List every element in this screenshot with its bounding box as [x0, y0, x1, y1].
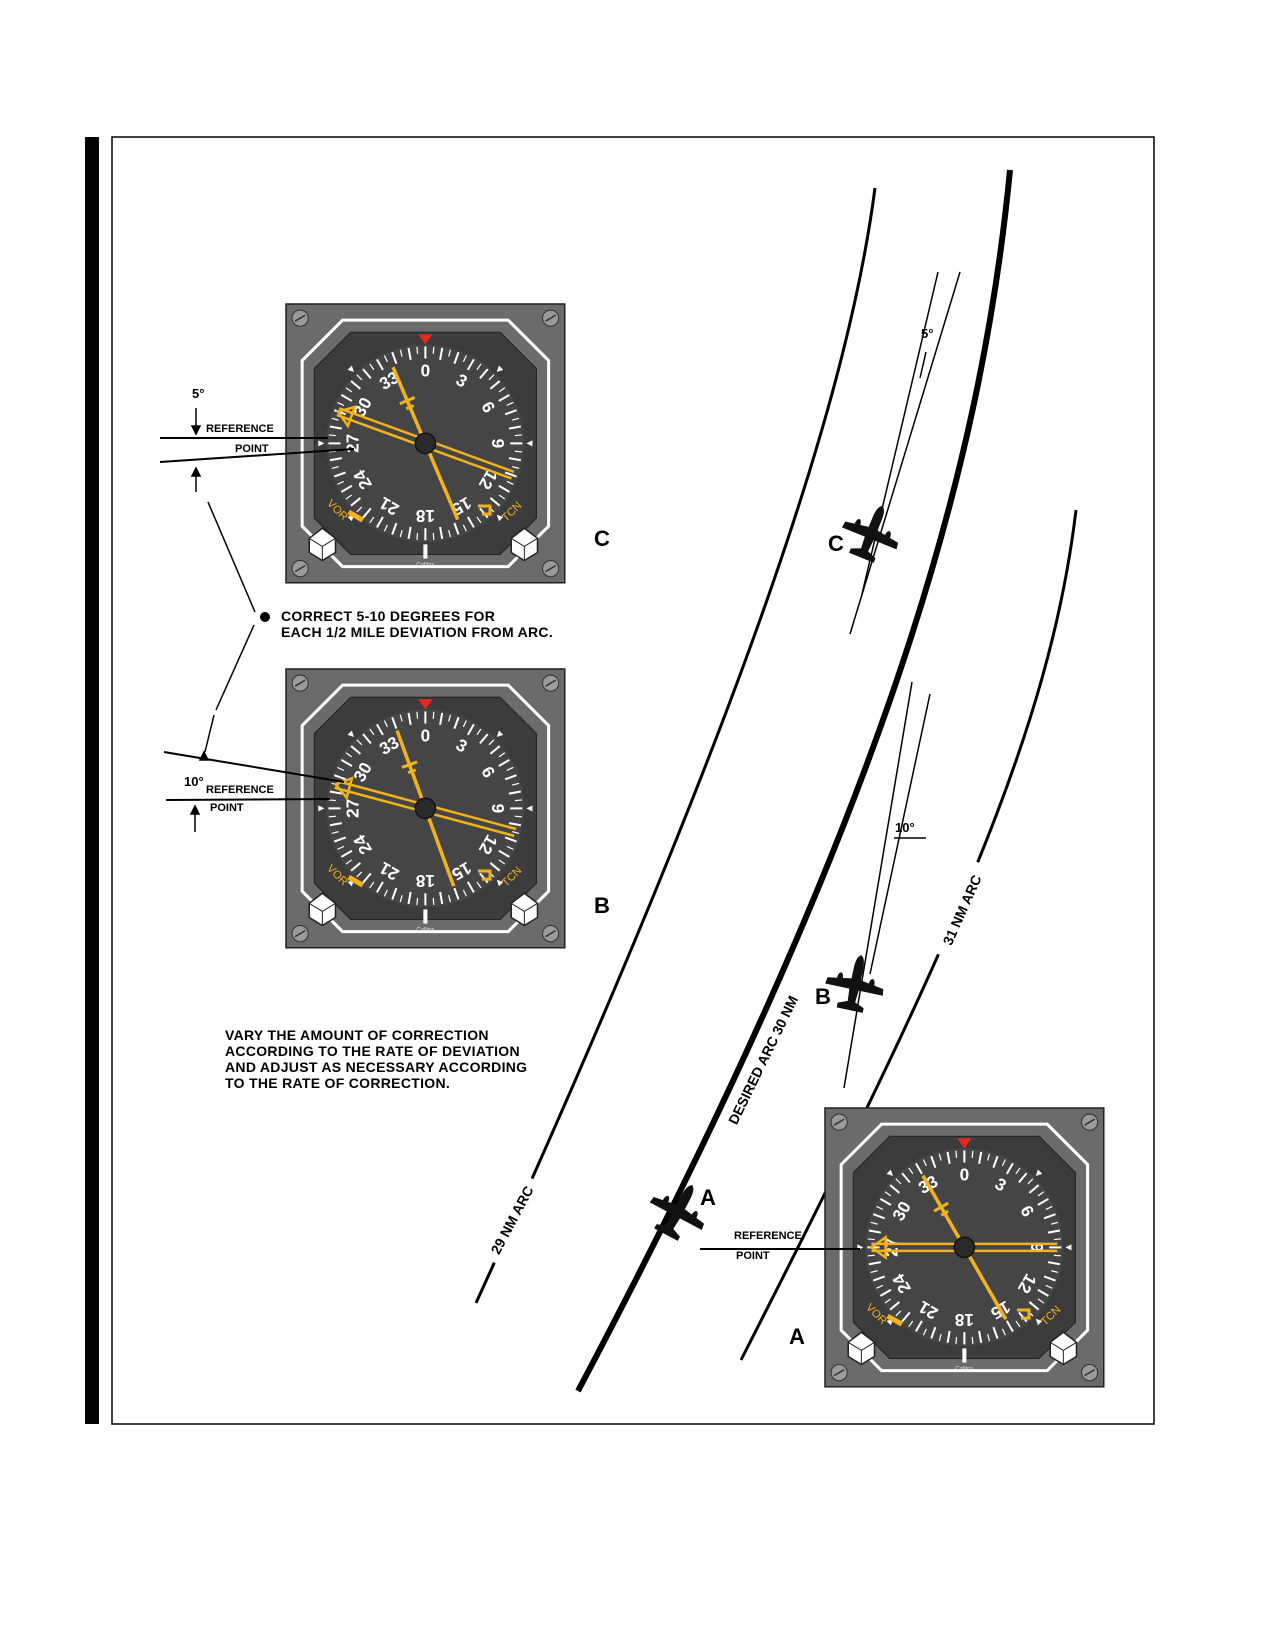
brand-label: Collins	[416, 563, 434, 569]
reference-lines-c	[159, 437, 355, 463]
figure-border	[111, 136, 1155, 1425]
reference-lines-b	[163, 751, 345, 801]
hsi-bezel-outline	[839, 1122, 1090, 1373]
svg-text:29 NM ARC: 29 NM ARC	[487, 1183, 536, 1257]
compass-number: 18	[954, 1310, 974, 1330]
reference-label-c: REFERENCE	[206, 423, 274, 435]
vor-indicator-icon	[347, 874, 365, 888]
bearing-arrowhead	[336, 405, 357, 429]
tcn-indicator-icon	[477, 869, 492, 881]
vor-indicator-icon	[347, 509, 365, 523]
compass-number: 0	[960, 1165, 970, 1185]
compass-number: 0	[421, 361, 431, 381]
tcn-indicator-icon	[477, 504, 492, 516]
angle-lines-b	[843, 681, 931, 1089]
bearing-arrowhead	[869, 1234, 887, 1260]
svg-text:C: C	[828, 531, 844, 556]
svg-text:B: B	[815, 984, 831, 1009]
reference-label-b: REFERENCE	[206, 784, 274, 796]
deg-label-c: 5°	[192, 386, 204, 401]
lubber-icon	[418, 699, 433, 710]
hsi-bezel-outline	[300, 318, 551, 569]
brand-label: Collins	[416, 928, 434, 934]
compass-number: 9	[1027, 1243, 1047, 1253]
course-aircraft-icon	[399, 391, 416, 411]
course-aircraft-icon	[933, 1198, 949, 1217]
compass-number: 27	[343, 799, 363, 818]
arc-label-30nm: DESIRED ARC 30 NM	[715, 978, 811, 1142]
arc-30nm-desired	[575, 169, 1013, 1393]
instrument-label-c: C	[594, 526, 610, 551]
instrument-label-b: B	[594, 893, 610, 918]
instrument-label-a: A	[789, 1324, 805, 1349]
point-label-a: POINT	[736, 1250, 770, 1262]
hsi-hub	[953, 1236, 976, 1259]
point-label-c: POINT	[235, 443, 269, 455]
deg-label-b: 10°	[184, 774, 204, 789]
tcn-indicator-icon	[1016, 1308, 1031, 1320]
arc-29nm	[474, 187, 877, 1304]
compass-number: 27	[343, 434, 363, 453]
deg-arrows-b	[189, 750, 210, 832]
aircraft-b: B	[815, 949, 891, 1017]
course-aircraft-icon	[401, 755, 418, 775]
aircraft-c: C	[828, 494, 910, 569]
bullet-dot	[260, 612, 270, 622]
point-label-b: POINT	[210, 802, 244, 814]
brand-label: Collins	[955, 1367, 973, 1373]
svg-text:31 NM ARC: 31 NM ARC	[939, 873, 984, 948]
arc-label-31nm: 31 NM ARC	[932, 860, 992, 960]
hsi-hub	[414, 797, 437, 820]
vor-indicator-icon	[886, 1313, 904, 1327]
correct-note-line1: CORRECT 5-10 DEGREES FOR	[281, 608, 495, 624]
aircraft-a: A	[639, 1171, 719, 1249]
deg-arrows-c	[190, 408, 202, 492]
lubber-icon	[418, 334, 433, 345]
vary-note-line1: VARY THE AMOUNT OF CORRECTION	[225, 1027, 489, 1043]
vary-note-line4: TO THE RATE OF CORRECTION.	[225, 1075, 450, 1091]
compass-number: 18	[415, 506, 435, 526]
vary-note-line2: ACCORDING TO THE RATE OF DEVIATION	[225, 1043, 520, 1059]
aft-lubber	[423, 544, 428, 559]
knob-icon	[847, 1331, 876, 1366]
compass-number: 9	[488, 439, 508, 449]
vary-note-line3: AND ADJUST AS NECESSARY ACCORDING	[225, 1059, 527, 1075]
hsi-hub	[414, 432, 437, 455]
arc-label-29nm: 29 NM ARC	[481, 1174, 543, 1266]
lubber-icon	[957, 1138, 972, 1149]
angle-lines-c	[849, 271, 961, 635]
angle-label-10deg: 10°	[895, 820, 915, 835]
correction-leader	[204, 501, 256, 753]
knob-icon	[1049, 1331, 1078, 1366]
aft-lubber	[962, 1348, 967, 1363]
compass-number: 0	[421, 726, 431, 746]
hsi-bezel-outline	[300, 683, 551, 934]
angle-label-5deg: 5°	[921, 326, 933, 341]
reference-label-a: REFERENCE	[734, 1230, 802, 1242]
compass-number: 18	[415, 871, 435, 891]
compass-number: 9	[488, 804, 508, 814]
svg-text:A: A	[700, 1185, 716, 1210]
aft-lubber	[423, 909, 428, 924]
correct-note-line2: EACH 1/2 MILE DEVIATION FROM ARC.	[281, 624, 553, 640]
left-margin-bar	[85, 137, 99, 1424]
